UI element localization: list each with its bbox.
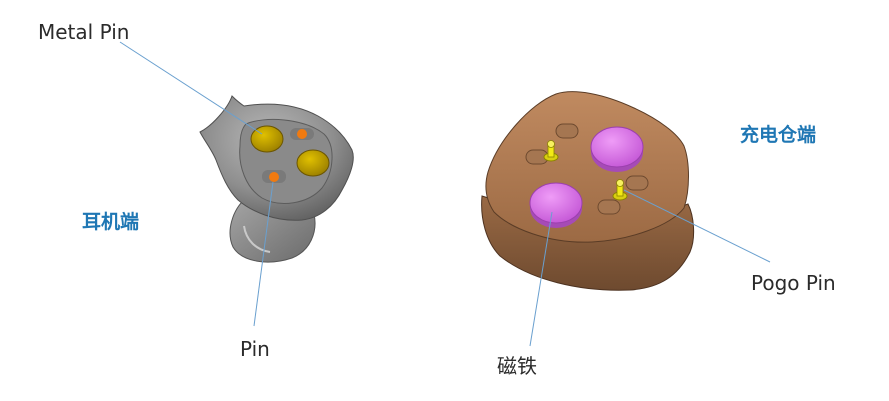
label-metal-pin: Metal Pin: [38, 20, 130, 44]
label-pogo-pin: Pogo Pin: [751, 271, 836, 295]
pogo-pin-1-tip: [547, 140, 555, 148]
case-bump-1: [555, 123, 579, 139]
earbud-model: [199, 95, 354, 263]
pin-orange-2: [269, 172, 279, 182]
label-pin: Pin: [240, 337, 270, 361]
metal-pin-contact-2: [296, 149, 330, 177]
case-bump-3: [625, 175, 649, 191]
caption-earphone-side: 耳机端: [82, 211, 140, 233]
caption-charging-case-side: 充电仓端: [740, 124, 817, 146]
case-top: [485, 91, 689, 243]
leader-magnet: [529, 211, 553, 347]
pogo-pin-2-tip: [616, 179, 624, 187]
charging-case-model: [481, 91, 695, 291]
case-bump-4: [597, 199, 621, 215]
leader-pin: [253, 181, 274, 327]
pin-orange-1: [297, 129, 307, 139]
magnet-2: [529, 182, 583, 224]
leader-pogo-pin: [623, 189, 771, 263]
leader-metal-pin: [119, 41, 263, 135]
magnet-1: [590, 126, 644, 168]
leader-lines: [119, 41, 771, 347]
label-magnet: 磁铁: [497, 354, 537, 378]
earbud-stem-highlight: [243, 225, 271, 253]
